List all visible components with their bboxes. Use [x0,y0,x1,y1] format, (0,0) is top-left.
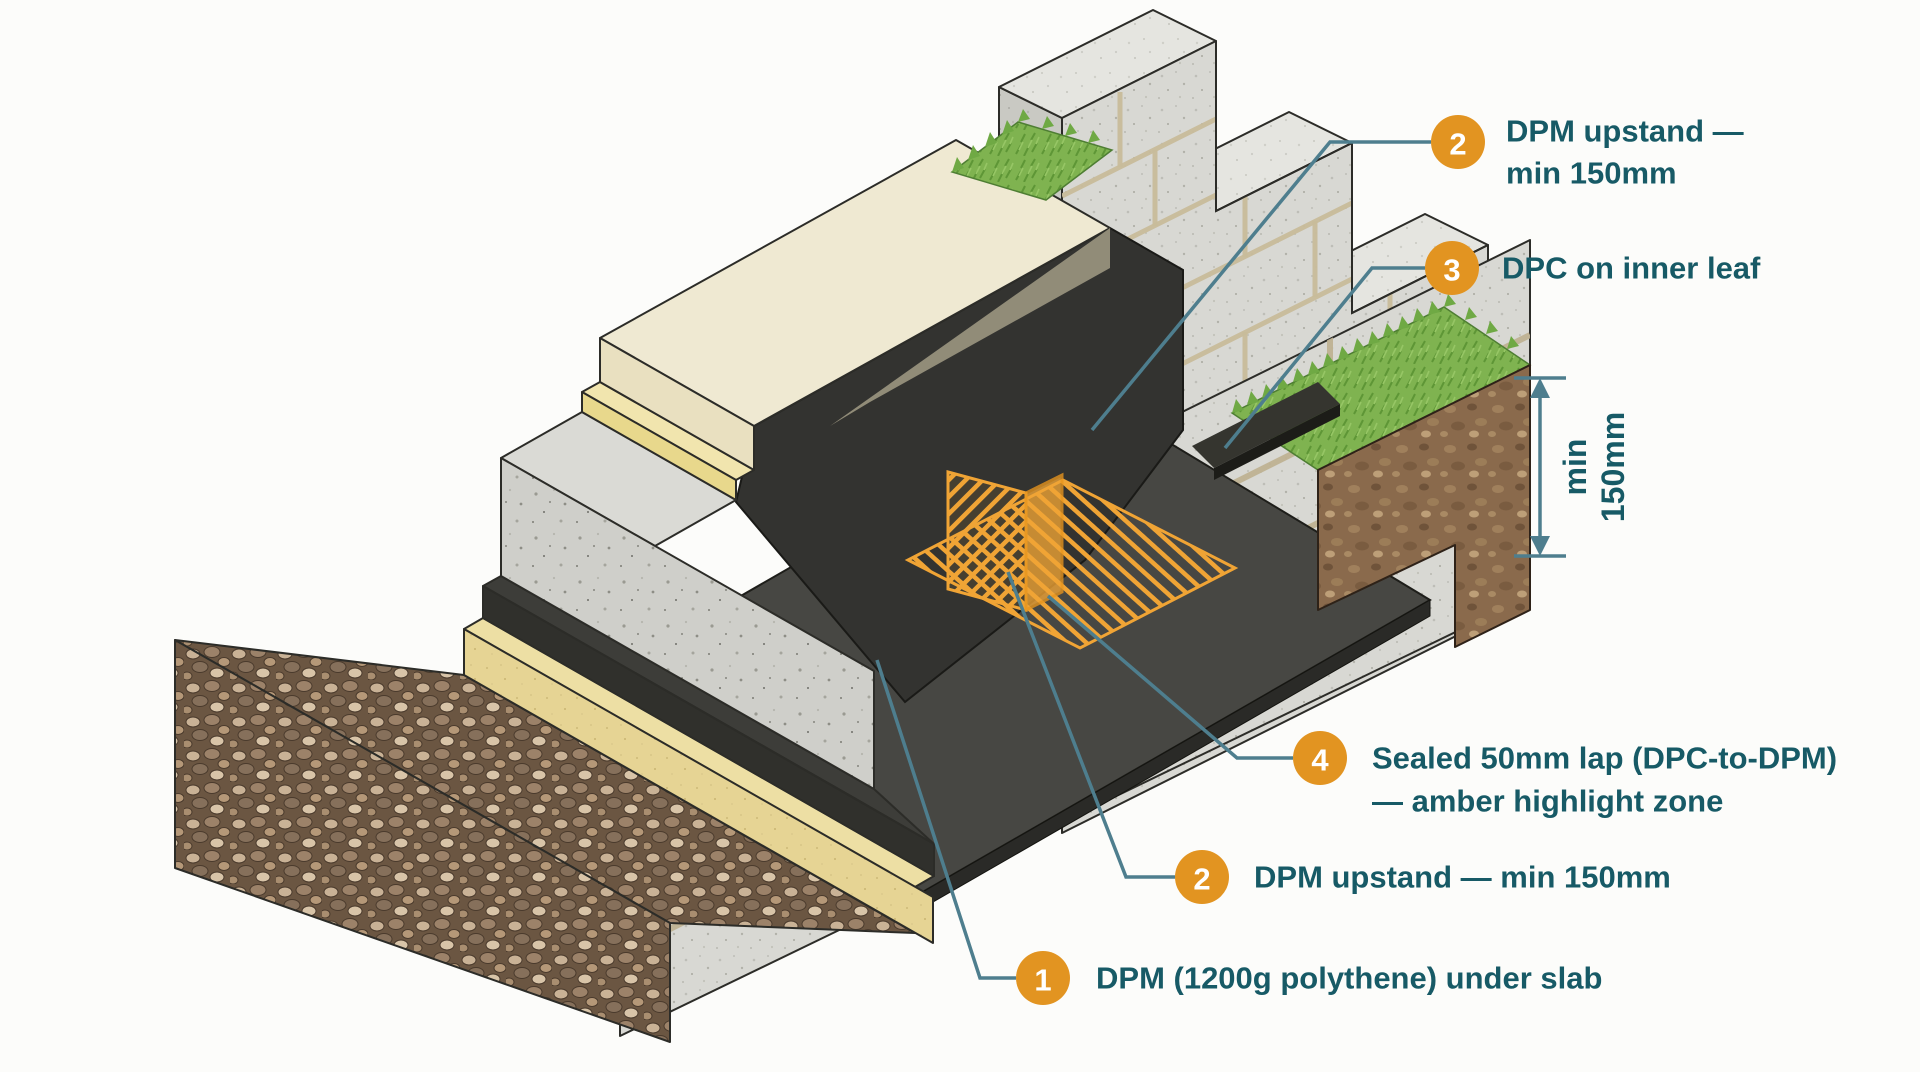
callout-1: 1 DPM (1200g polythene) under slab [1016,951,1602,1005]
dpm-upstand [734,226,1184,704]
topsoil-block [1317,364,1531,648]
hardcore-fill [174,639,916,1043]
callout-4-label-line1: Sealed 50mm lap (DPC-to-DPM) [1372,741,1837,776]
floor-buildup [174,139,1111,1043]
leader-line-2-bottom [1006,571,1175,879]
callout-4-number: 4 [1311,743,1329,778]
callout-2-top-label-line1: DPM upstand — [1506,114,1744,149]
leader-line-1 [875,659,1016,980]
dimension-line-2: 150mm [1595,412,1631,522]
callout-2-bottom-number: 2 [1193,862,1210,897]
insulation-face [581,391,737,501]
screed-face [599,337,755,471]
insulation-layer [581,381,755,501]
callout-2-top-circle [1431,115,1485,169]
callout-3: 3 DPC on inner leaf [1425,241,1761,295]
callouts: 2 DPM upstand — min 150mm 3 DPC on inner… [1016,114,1837,1005]
callout-2-top-number: 2 [1449,127,1466,162]
amber-lap-zone [904,470,1239,650]
callout-2-top: 2 DPM upstand — min 150mm [1431,114,1744,191]
floor-screed [599,139,1111,471]
leader-line-2-top [1090,140,1431,432]
callout-1-circle [1016,951,1070,1005]
dimension-arrow [1514,376,1566,558]
leader-line-3 [1223,266,1425,450]
grass-patch-left [950,109,1114,201]
callout-4: 4 Sealed 50mm lap (DPC-to-DPM) — amber h… [1293,731,1837,819]
leader-lines [875,140,1431,980]
callout-4-label-line2: — amber highlight zone [1372,784,1723,819]
callout-3-circle [1425,241,1479,295]
screed-shadow [830,228,1110,426]
callout-2-top-label-line2: min 150mm [1506,156,1677,191]
dimension-label: min 150mm [1557,412,1631,522]
dimension-line-1: min [1557,439,1593,496]
external-ground [950,109,1532,648]
callout-2-bottom-circle [1175,850,1229,904]
callout-3-number: 3 [1443,253,1460,288]
dpm-under-slab-edge [482,575,935,877]
callout-1-number: 1 [1034,963,1051,998]
slab-face [500,457,875,790]
callout-4-circle [1293,731,1347,785]
lap-solid-panel [1024,472,1064,613]
callout-2-bottom: 2 DPM upstand — min 150mm [1175,850,1671,904]
leader-line-4 [1046,594,1293,760]
dpm-band-face [482,585,935,877]
hardcore-face [174,639,671,1043]
callout-3-label: DPC on inner leaf [1502,251,1761,286]
sand-face [463,628,934,944]
dpc-protrusion [1192,382,1340,480]
callout-2-bottom-label: DPM upstand — min 150mm [1254,860,1671,895]
callout-1-label: DPM (1200g polythene) under slab [1096,961,1602,996]
